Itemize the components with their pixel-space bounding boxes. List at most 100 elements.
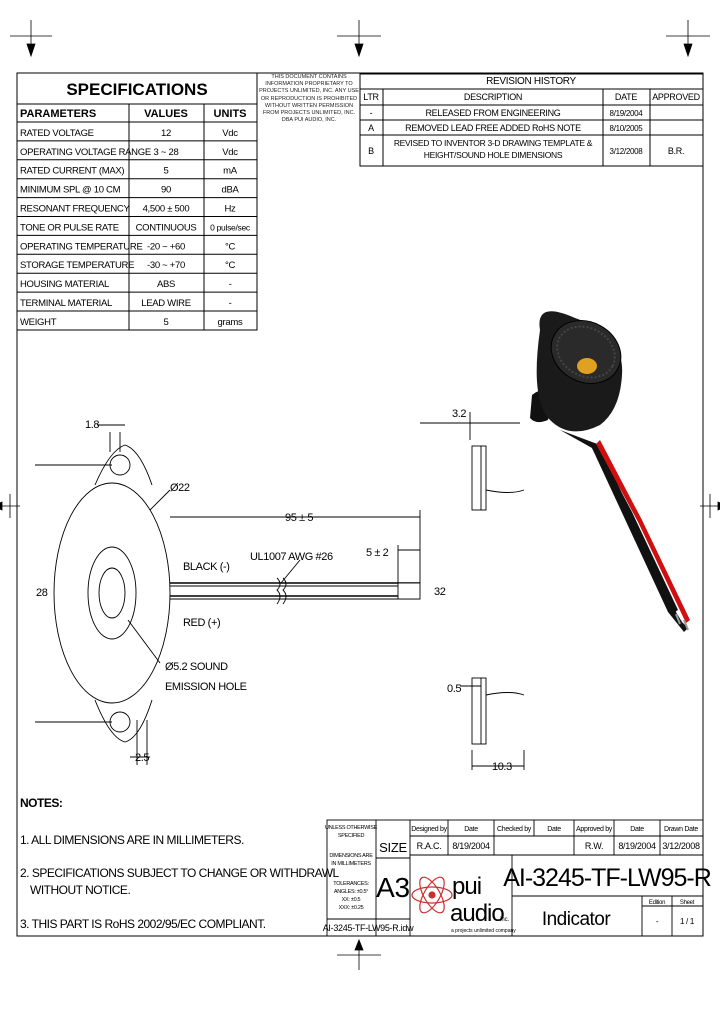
note-3: 3. THIS PART IS RoHS 2002/95/EC COMPLIAN…	[20, 917, 266, 931]
dim-strip-length: 5 ± 2	[366, 547, 389, 559]
pui-audio-logo: pui audio inc. a projects unlimited comp…	[411, 873, 516, 934]
spec-unit: Hz	[224, 204, 236, 215]
rev-description: RELEASED FROM ENGINEERING	[425, 108, 560, 118]
part-description: Indicator	[542, 909, 612, 930]
spec-unit: mA	[223, 166, 238, 177]
spec-unit: °C	[225, 260, 235, 271]
side-view-dims: 3.2 0.5 10.3	[447, 408, 512, 773]
wire-spec-label: UL1007 AWG #26	[250, 551, 333, 563]
notes: NOTES: 1. ALL DIMENSIONS ARE IN MILLIMET…	[20, 796, 340, 931]
spec-unit: -	[229, 279, 232, 290]
revision-text: REVISION HISTORY LTR DESCRIPTION DATE AP…	[363, 76, 701, 160]
date-header: Date	[464, 826, 478, 833]
note-2-cont: WITHOUT NOTICE.	[30, 883, 130, 897]
rev-date: 8/19/2004	[610, 109, 644, 118]
rev-ltr: B	[368, 146, 374, 156]
approved-date: 8/19/2004	[618, 841, 656, 851]
spec-parameter: TONE OR PULSE RATE	[20, 222, 119, 233]
sheet-header: Sheet	[680, 900, 695, 906]
sheet-border	[16, 72, 704, 937]
spec-parameter: STORAGE TEMPERATURE	[20, 260, 134, 271]
sound-hole-label: Ø5.2 SOUND	[165, 661, 228, 673]
spec-value: 12	[161, 128, 171, 139]
spec-parameter: WEIGHT	[20, 317, 57, 328]
proprietary-notice: THIS DOCUMENT CONTAINS INFORMATION PROPR…	[259, 74, 359, 124]
spec-value: 90	[161, 185, 171, 196]
spec-value: ABS	[157, 279, 175, 290]
rev-date: 8/10/2005	[610, 124, 644, 133]
sheet-number: 1 / 1	[680, 917, 695, 926]
note-1: 1. ALL DIMENSIONS ARE IN MILLIMETERS.	[20, 833, 244, 847]
spec-parameter: MINIMUM SPL @ 10 CM	[20, 185, 121, 196]
proprietary-notice-box: THIS DOCUMENT CONTAINS INFORMATION PROPR…	[259, 74, 359, 124]
unless-line: DIMENSIONS ARE	[329, 853, 373, 859]
date2-header: Date	[547, 826, 561, 833]
spec-value: LEAD WIRE	[141, 298, 191, 309]
rev-header-date: DATE	[615, 92, 637, 102]
checked-by-header: Checked by	[497, 826, 532, 833]
dim-1-8: 1.8	[85, 419, 99, 431]
spec-parameter: OPERATING TEMPERATURE	[20, 241, 143, 252]
dim-0-5: 0.5	[447, 683, 461, 695]
logo-inc: inc.	[500, 917, 510, 923]
spec-title: SPECIFICATIONS	[66, 80, 207, 99]
spec-unit: °C	[225, 241, 235, 252]
spec-header-units: UNITS	[214, 108, 247, 120]
revision-title: REVISION HISTORY	[486, 76, 576, 87]
spec-value: 5	[164, 166, 169, 177]
zone-marks	[0, 20, 720, 970]
logo-tagline: a projects unlimited company	[451, 928, 516, 934]
unless-line: UNLESS OTHERWISE	[325, 825, 378, 831]
unless-line: SPECIFIED	[338, 833, 365, 839]
spec-unit: Vdc	[222, 128, 238, 139]
designed-date: 8/19/2004	[452, 841, 490, 851]
dim-10-3: 10.3	[492, 761, 512, 773]
spec-header-parameters: PARAMETERS	[20, 108, 96, 120]
edition-header: Edition	[649, 900, 665, 906]
title-block	[326, 819, 704, 937]
unless-line: IN MILLIMETERS	[331, 861, 371, 867]
front-view	[35, 424, 421, 765]
dim-32: 32	[434, 586, 446, 598]
spec-parameter: OPERATING VOLTAGE RANGE	[20, 147, 151, 158]
spec-parameter: RATED VOLTAGE	[20, 128, 94, 139]
file-name: AI-3245-TF-LW95-R.idw	[323, 923, 414, 933]
size-value: A3	[376, 872, 410, 903]
part-number: AI-3245-TF-LW95-R	[503, 864, 711, 892]
rev-header-description: DESCRIPTION	[464, 92, 522, 102]
logo-audio: audio	[450, 900, 504, 927]
rev-ltr: A	[368, 123, 374, 133]
dim-wire-length: 95 ± 5	[285, 512, 313, 524]
spec-header-values: VALUES	[144, 108, 188, 120]
spec-unit: Vdc	[222, 147, 238, 158]
spec-unit: -	[229, 298, 232, 309]
dim-28: 28	[36, 587, 48, 599]
black-wire-label: BLACK (-)	[183, 561, 230, 573]
dim-2-5: 2.5	[135, 752, 149, 764]
spec-value: -20 ~ +60	[147, 241, 185, 252]
spec-parameter: HOUSING MATERIAL	[20, 279, 109, 290]
red-wire-label: RED (+)	[183, 617, 220, 629]
unless-line: XX: ±0.5	[342, 897, 361, 903]
rev-header-ltr: LTR	[363, 92, 379, 102]
dim-diameter-22: Ø22	[170, 482, 190, 494]
atom-icon	[411, 876, 453, 914]
approved-by: R.W.	[585, 841, 603, 851]
rev-description: REMOVED LEAD FREE ADDED RoHS NOTE	[405, 123, 581, 133]
drawn-date-header: Drawn Date	[664, 826, 698, 833]
front-view-dims: 1.8 Ø22 95 ± 5 UL1007 AWG #26 5 ± 2 BLAC…	[36, 419, 446, 764]
spec-value: 4,500 ± 500	[143, 204, 190, 215]
rev-description-box: REVISED TO INVENTOR 3-D DRAWING TEMPLATE…	[394, 138, 593, 160]
spec-unit: dBA	[221, 185, 239, 196]
designed-by: R.A.C.	[417, 841, 442, 851]
unless-line: ANGLES: ±0.5°	[334, 889, 368, 895]
rev-ltr: -	[370, 108, 373, 118]
rev-date: 3/12/2008	[610, 147, 644, 156]
logo-pui: pui	[452, 873, 481, 900]
side-view	[420, 412, 525, 770]
spec-unit: grams	[218, 317, 243, 328]
size-label: SIZE	[379, 840, 407, 855]
revision-table	[359, 73, 704, 167]
designed-by-header: Designed by	[411, 826, 447, 833]
